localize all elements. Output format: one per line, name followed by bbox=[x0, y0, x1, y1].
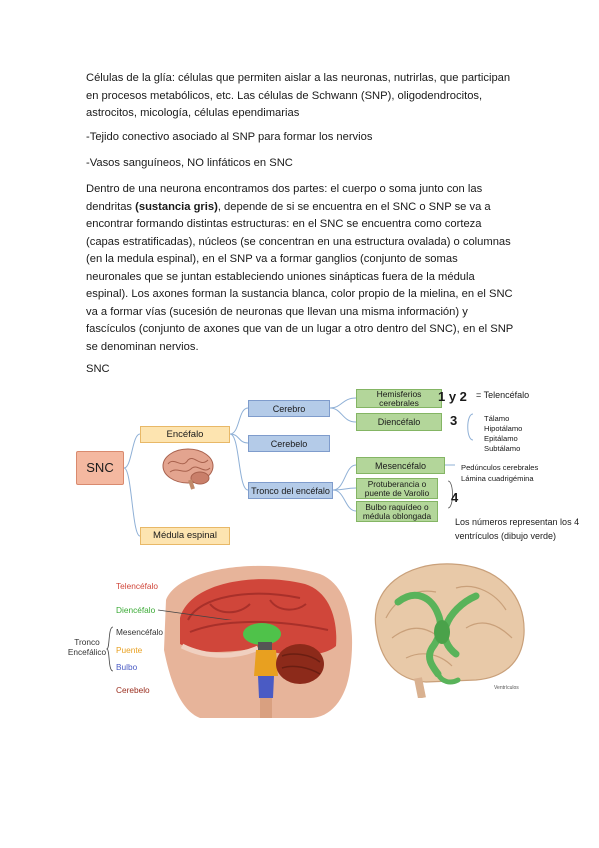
dien-list-0: Tálamo bbox=[484, 414, 510, 423]
diagram-connectors bbox=[123, 397, 474, 537]
dien-list-3: Subtálamo bbox=[484, 444, 521, 453]
heading-snc: SNC bbox=[86, 363, 110, 375]
bulbo-box: Bulbo raquídeo o médula oblongada bbox=[356, 501, 438, 522]
cerebro-box: Cerebro bbox=[248, 400, 330, 417]
number-1-2: 1 y 2 bbox=[438, 389, 467, 404]
snc-box: SNC bbox=[76, 451, 124, 485]
paragraph-tejido: -Tejido conectivo asociado al SNP para f… bbox=[86, 131, 373, 143]
mesencefalo-box: Mesencéfalo bbox=[356, 457, 445, 474]
cerebelo-box: Cerebelo bbox=[248, 435, 330, 452]
paragraph-neurona-b: , depende de si se encuentra en el SNC o… bbox=[86, 200, 514, 353]
tronco-box: Tronco del encéfalo bbox=[248, 482, 333, 499]
ventricles-figure bbox=[374, 563, 525, 698]
label-diencefalo: Diencéfalo bbox=[116, 605, 156, 615]
mes-list-0: Pedúnculos cerebrales bbox=[461, 463, 539, 472]
label-mesencefalo: Mesencéfalo bbox=[116, 627, 164, 637]
ventricles-note: Los números representan los 4 ventrículo… bbox=[455, 517, 580, 541]
diencefalo-pointer bbox=[157, 609, 233, 620]
hemisferios-box: Hemisferios cerebrales bbox=[356, 389, 442, 408]
mes-list-1: Lámina cuadrigémina bbox=[461, 474, 534, 483]
encefalo-box: Encéfalo bbox=[140, 426, 230, 443]
sagittal-brain-figure bbox=[164, 565, 353, 718]
dien-list-1: Hipotálamo bbox=[484, 424, 523, 433]
diencefalo-box: Diencéfalo bbox=[356, 413, 442, 431]
protuberancia-box: Protuberancia o puente de Varolio bbox=[356, 478, 438, 499]
label-puente: Puente bbox=[116, 645, 143, 655]
label-cerebelo: Cerebelo bbox=[116, 685, 150, 695]
number-3: 3 bbox=[450, 413, 458, 428]
paragraph-neurona: Dentro de una neurona encontramos dos pa… bbox=[86, 181, 516, 356]
tronco-brace bbox=[106, 626, 114, 672]
paragraph-neurona-a: Dentro de una neurona encontramos dos pa… bbox=[86, 183, 483, 213]
medula-box: Médula espinal bbox=[140, 527, 230, 545]
label-tronco: Tronco Encefálico bbox=[67, 637, 107, 657]
number-4: 4 bbox=[451, 490, 459, 505]
paragraph-neurona-bold: (sustancia gris) bbox=[135, 200, 218, 213]
paragraph-vasos: -Vasos sanguíneos, NO linfáticos en SNC bbox=[86, 157, 293, 169]
ventricles-caption: Ventrículos bbox=[494, 685, 519, 691]
label-telencefalo: Telencéfalo bbox=[116, 581, 158, 591]
brain-illustration bbox=[162, 448, 214, 490]
telencefalo-label: = Telencéfalo bbox=[476, 390, 530, 400]
label-bulbo: Bulbo bbox=[116, 662, 138, 672]
dien-list-2: Epitálamo bbox=[484, 434, 518, 443]
paragraph-glia: Células de la glía: células que permiten… bbox=[86, 72, 511, 119]
